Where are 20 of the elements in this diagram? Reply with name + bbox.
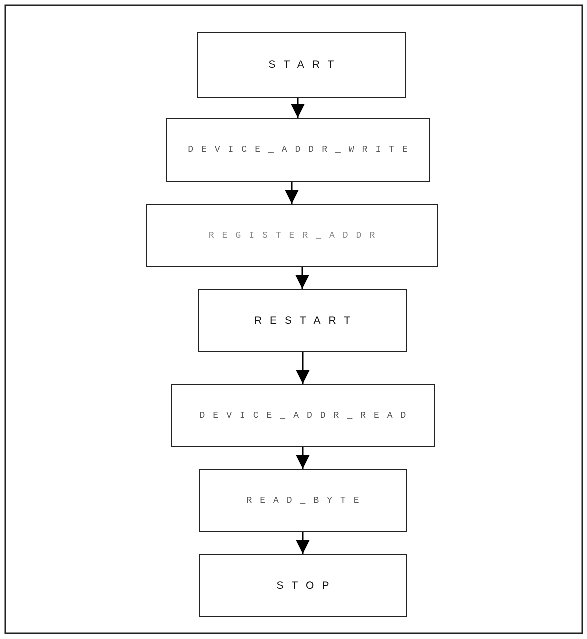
step-label: REGISTER_ADDR <box>208 230 384 240</box>
arrow <box>291 98 305 118</box>
arrow <box>296 447 310 469</box>
step-label: START <box>268 59 342 71</box>
process-box <box>199 469 407 532</box>
process-box <box>199 554 407 617</box>
step-label: STOP <box>276 580 338 592</box>
arrow <box>285 182 299 204</box>
process-box <box>197 32 406 98</box>
step-label: DEVICE_ADDR_WRITE <box>187 145 416 155</box>
process-box <box>146 204 438 267</box>
arrow <box>296 267 310 289</box>
process-box <box>198 289 407 352</box>
step-label: RESTART <box>253 314 359 326</box>
process-box <box>166 118 430 182</box>
process-box <box>171 384 435 447</box>
arrow <box>296 352 310 384</box>
step-label: READ_BYTE <box>246 496 368 506</box>
arrow <box>296 532 310 554</box>
step-label: DEVICE_ADDR_READ <box>198 410 414 420</box>
